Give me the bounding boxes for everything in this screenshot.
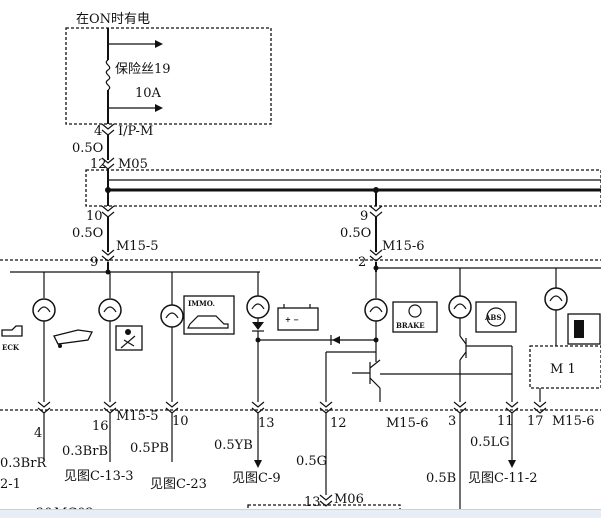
module-label: M 1 [550,362,576,377]
oil-pressure-icon [53,329,93,348]
svg-text:16: 16 [92,419,109,434]
fuel-icon [567,313,601,345]
module-box [529,345,601,389]
abs-icon: ABS [475,301,517,333]
wire-spec: 0.3BrR [0,456,47,471]
m15-6-upper-wire: 0.5O [340,226,371,241]
m15-5-upper-name: M15-5 [116,239,159,254]
warning-lamp [98,298,122,322]
transistor-symbol [352,359,381,389]
branch-arrow-icon [155,40,163,48]
warning-lamp [364,298,388,322]
transistor-symbol [459,335,467,361]
wire-ref: 见图C-11-2 [468,471,538,486]
svg-text:3: 3 [448,414,456,429]
svg-text:M15-6: M15-6 [552,414,595,429]
warning-lamp [246,295,270,319]
fuse-name: 保险丝19 [115,62,171,77]
m05-name: M05 [118,157,148,172]
diode-symbol [330,335,340,345]
svg-text:17: 17 [527,414,544,429]
fuse-rating: 10A [135,86,162,101]
junction-box-outline [85,169,601,207]
svg-text:BRAKE: BRAKE [396,321,425,330]
warning-lamp [544,287,568,311]
fuse-symbol [105,59,111,91]
wire-ref: 见图C-23 [150,477,207,492]
viewer-bottom-bar [0,509,601,518]
wire-ref: 见图C-9 [232,471,281,486]
warning-lamp [448,295,472,319]
fuse-box-outline [65,27,272,125]
m05-pin: 12 [90,157,107,172]
svg-text:12: 12 [330,416,347,431]
m06-name: M06 [334,492,364,507]
svg-text:ECK: ECK [2,343,20,352]
bottom-connector: 16 M15-5 [92,401,159,434]
wire-ref: 见图C-13-3 [64,469,134,484]
svg-text:10: 10 [172,414,189,429]
wire-spec: 0.5G [296,454,327,469]
seatbelt-icon [115,325,143,351]
wire-ref: 2-1 [0,477,21,492]
bottom-connector: 10 [165,401,189,429]
svg-text:ABS: ABS [484,313,501,322]
warning-lamp [32,298,56,322]
wire-ipm: 0.5O [72,141,103,156]
svg-text:4: 4 [34,426,42,441]
brake-warning-icon: BRAKE [392,301,438,333]
bottom-connector: 12 [319,401,347,431]
bottom-connector: 17 M15-6 [527,401,595,429]
bottom-connector: 4 [34,401,51,441]
ipm-pin: 4 [94,124,102,139]
immobilizer-icon: IMMO. [183,295,235,335]
check-engine-icon: ECK [1,325,23,352]
ipm-name: I/P-M [118,124,153,139]
m15-5-upper-pin: 10 [86,209,103,224]
m15-6-upper-name: M15-6 [382,239,425,254]
svg-text:+ −: + − [285,315,299,324]
bottom-connector: 13 [251,401,275,431]
svg-text:M15-6: M15-6 [386,416,429,431]
warning-lamp [160,304,184,328]
bottom-connector: 11 [497,401,519,429]
supply-label: 在ON时有电 [76,12,150,27]
branch-arrow-icon [155,104,163,112]
m15-6-upper-pin: 9 [360,209,368,224]
svg-text:M15-5: M15-5 [116,409,159,424]
wire-spec: 0.5LG [470,435,510,450]
bottom-connector: 3 M15-6 [386,401,467,431]
wire-spec: 0.5YB [214,438,253,453]
m06-pin: 13 [304,495,321,510]
wire-spec: 0.5PB [130,441,169,456]
m15-6-split-pin: 2 [358,255,366,270]
diode-symbol [252,322,264,332]
battery-icon: + − [277,304,319,331]
svg-text:IMMO.: IMMO. [188,299,215,308]
svg-text:11: 11 [497,414,514,429]
wire-spec: 0.5B [426,471,456,486]
m15-5-upper-wire: 0.5O [72,226,103,241]
wire-spec: 0.3BrB [62,444,108,459]
m15-5-split-pin: 9 [90,255,98,270]
svg-text:13: 13 [258,416,275,431]
